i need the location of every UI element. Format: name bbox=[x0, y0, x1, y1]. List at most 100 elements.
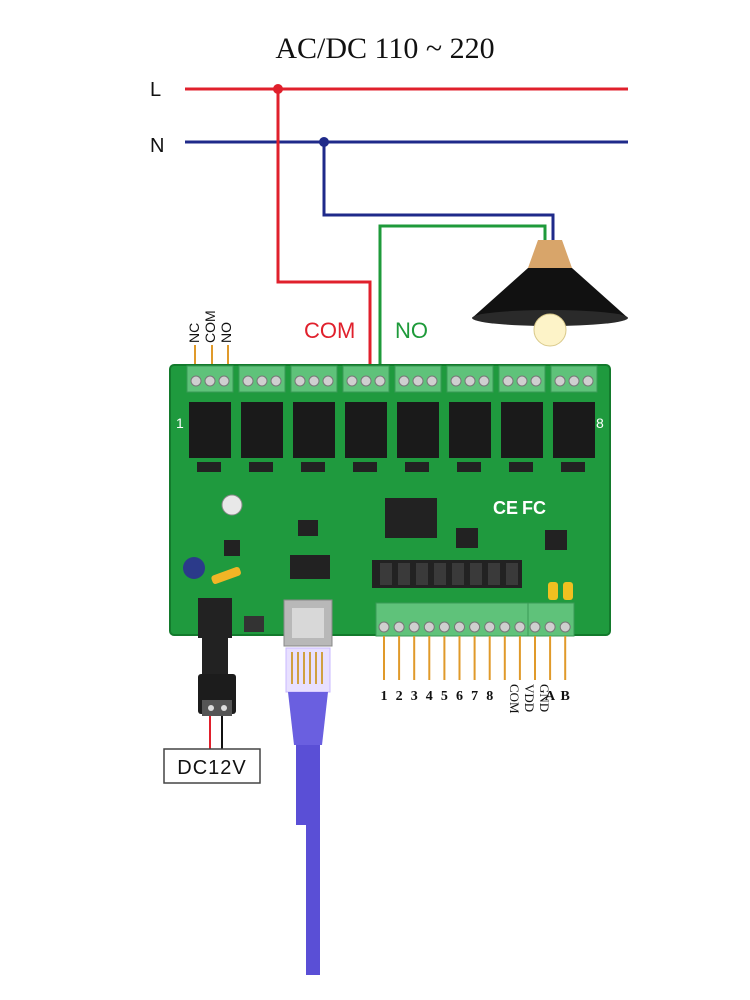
terminal-screw bbox=[308, 375, 320, 387]
neutral-lamp-wire bbox=[322, 142, 555, 240]
relay-driver bbox=[197, 462, 221, 472]
ce-mark: CE bbox=[493, 498, 518, 518]
io-label: B bbox=[561, 689, 570, 704]
io-label: COM bbox=[507, 684, 522, 714]
fuse bbox=[211, 566, 241, 584]
terminal-screw bbox=[554, 375, 566, 387]
capacitor bbox=[221, 494, 243, 516]
terminal-screw bbox=[190, 375, 202, 387]
terminal-screw bbox=[568, 375, 580, 387]
terminal-screw bbox=[398, 375, 410, 387]
io-label: 6 bbox=[456, 689, 463, 704]
io-label: 5 bbox=[441, 689, 448, 704]
relay bbox=[449, 402, 491, 458]
relay-driver bbox=[249, 462, 273, 472]
relay-driver bbox=[405, 462, 429, 472]
nc-label: NC bbox=[186, 323, 202, 343]
dc-power-jack bbox=[198, 598, 236, 716]
live-line-label: L bbox=[150, 79, 161, 101]
microcontroller-chip bbox=[385, 498, 437, 538]
io-label: VDD bbox=[522, 684, 537, 712]
channel-first-label: 1 bbox=[176, 415, 184, 431]
terminal-screw bbox=[530, 375, 542, 387]
io-label: 4 bbox=[426, 689, 433, 704]
io-label: 1 bbox=[381, 689, 388, 704]
io-label: GND bbox=[537, 684, 552, 712]
optocoupler-row bbox=[372, 560, 522, 588]
terminal-screw bbox=[322, 375, 334, 387]
terminal-screw bbox=[374, 375, 386, 387]
relay-driver bbox=[301, 462, 325, 472]
io-screw bbox=[438, 621, 450, 633]
io-screw bbox=[559, 621, 571, 633]
ethernet-cable bbox=[285, 647, 331, 975]
small-chip bbox=[298, 520, 318, 536]
no-wire bbox=[378, 224, 547, 378]
dc-voltage-label: DC12V bbox=[177, 757, 246, 779]
neutral-line-label: N bbox=[150, 135, 164, 157]
lamp-bulb bbox=[533, 313, 567, 347]
io-leads bbox=[383, 636, 567, 680]
lamp-shade bbox=[472, 268, 628, 318]
capacitor-2 bbox=[183, 557, 205, 579]
relay bbox=[293, 402, 335, 458]
relay-row bbox=[186, 365, 598, 472]
terminal-screw bbox=[478, 375, 490, 387]
terminal-screw bbox=[450, 375, 462, 387]
relay-driver bbox=[509, 462, 533, 472]
io-screw bbox=[408, 621, 420, 633]
relay bbox=[397, 402, 439, 458]
rs485-chip bbox=[290, 555, 330, 579]
inductor bbox=[224, 540, 240, 556]
terminal-screw bbox=[242, 375, 254, 387]
dc-label-box bbox=[163, 748, 261, 784]
pendant-lamp bbox=[472, 240, 628, 347]
relay-driver bbox=[353, 462, 377, 472]
io-label: 7 bbox=[471, 689, 478, 704]
terminal-screw bbox=[256, 375, 268, 387]
terminal-screw bbox=[204, 375, 216, 387]
relay bbox=[189, 402, 231, 458]
io-screw bbox=[469, 621, 481, 633]
relay-driver bbox=[561, 462, 585, 472]
io-screw bbox=[378, 621, 390, 633]
io-label: 2 bbox=[396, 689, 403, 704]
ethernet-port bbox=[283, 599, 333, 647]
io-screw bbox=[484, 621, 496, 633]
com-terminal-label: COM bbox=[202, 310, 218, 343]
io-screw bbox=[423, 621, 435, 633]
io-screw bbox=[514, 621, 526, 633]
io-screw bbox=[393, 621, 405, 633]
terminal-screw bbox=[360, 375, 372, 387]
relay-driver bbox=[457, 462, 481, 472]
terminal-screw bbox=[346, 375, 358, 387]
terminal-screw bbox=[502, 375, 514, 387]
terminal-screw bbox=[412, 375, 424, 387]
io-terminal-screws bbox=[378, 621, 571, 633]
fc-mark: FC bbox=[522, 498, 546, 518]
com-wire bbox=[276, 89, 372, 378]
lamp-wood-top bbox=[528, 240, 572, 268]
io-label: A bbox=[545, 689, 556, 704]
terminal-screw bbox=[294, 375, 306, 387]
io-label: 8 bbox=[486, 689, 493, 704]
terminal-screw bbox=[516, 375, 528, 387]
channel-last-label: 8 bbox=[596, 415, 604, 431]
chip-right-2 bbox=[545, 530, 567, 550]
set-button bbox=[244, 616, 264, 632]
supply-title: AC/DC 110 ~ 220 bbox=[275, 32, 494, 65]
io-screw bbox=[544, 621, 556, 633]
com-label: COM bbox=[304, 318, 355, 343]
a-b-resistors bbox=[548, 582, 573, 600]
relay bbox=[345, 402, 387, 458]
no-label: NO bbox=[395, 318, 428, 343]
io-label: 3 bbox=[411, 689, 418, 704]
terminal-screw bbox=[270, 375, 282, 387]
io-screw bbox=[499, 621, 511, 633]
terminal-screw bbox=[464, 375, 476, 387]
io-screw bbox=[529, 621, 541, 633]
terminal-screw bbox=[582, 375, 594, 387]
no-terminal-label: NO bbox=[218, 322, 234, 343]
